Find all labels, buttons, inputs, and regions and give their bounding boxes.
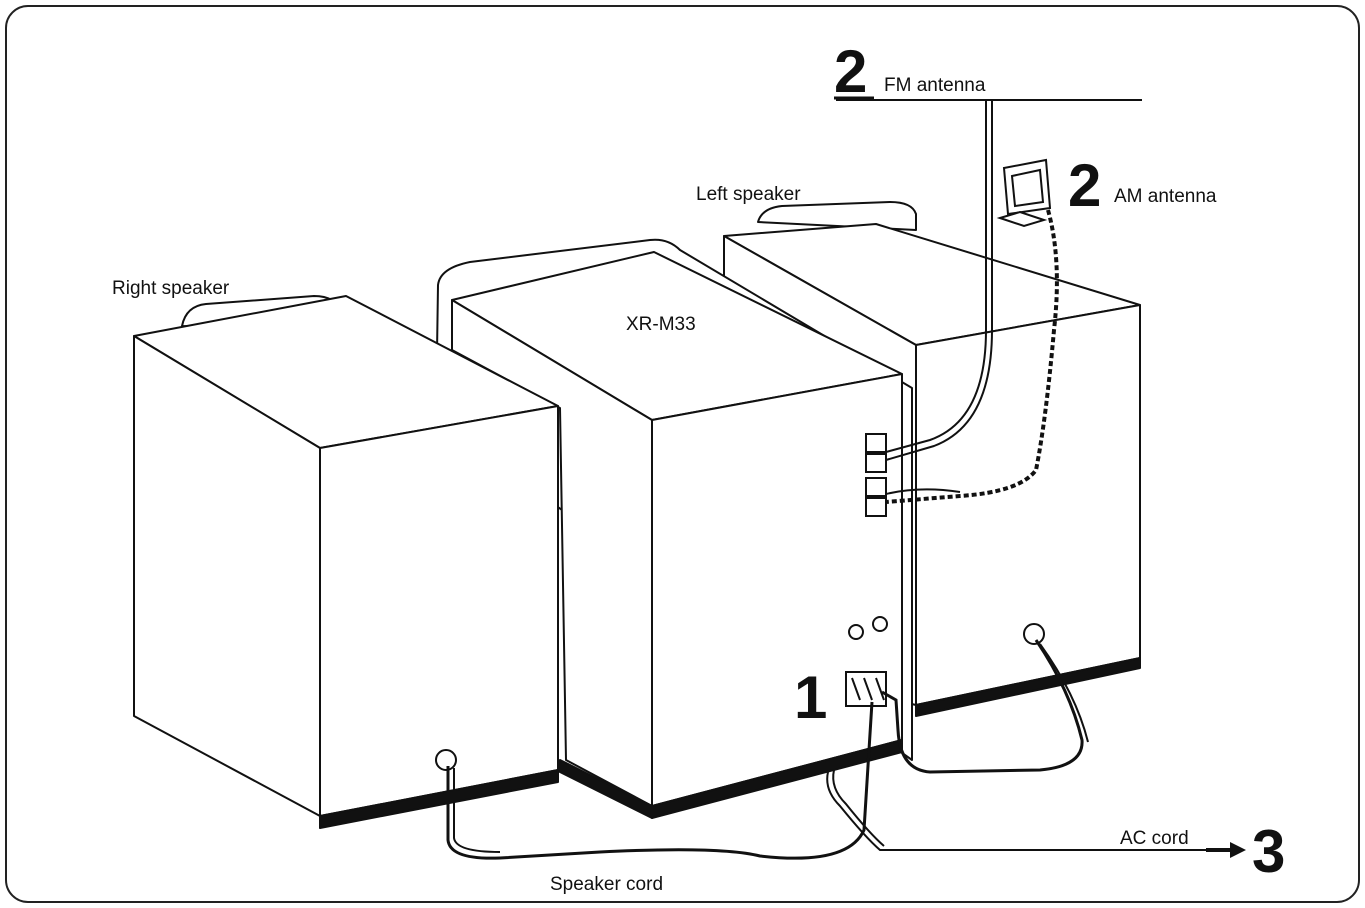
jack-hole bbox=[849, 625, 863, 639]
speaker-cord-label: Speaker cord bbox=[550, 874, 663, 895]
model-label: XR-M33 bbox=[626, 314, 696, 335]
right-speaker-label: Right speaker bbox=[112, 278, 230, 299]
antenna-terminal bbox=[866, 478, 886, 496]
step-number-ac: 3 bbox=[1252, 818, 1285, 885]
antenna-terminal bbox=[866, 498, 886, 516]
left-speaker-label: Left speaker bbox=[696, 184, 801, 205]
step-number-speaker: 1 bbox=[794, 664, 827, 731]
ac-cord-label: AC cord bbox=[1120, 828, 1189, 849]
jack-hole bbox=[873, 617, 887, 631]
fm-antenna-label: FM antenna bbox=[884, 75, 986, 96]
antenna-terminal bbox=[866, 454, 886, 472]
am-antenna-label: AM antenna bbox=[1114, 186, 1217, 207]
right-speaker bbox=[134, 296, 558, 828]
step-number-am: 2 bbox=[1068, 152, 1101, 219]
antenna-terminal bbox=[866, 434, 886, 452]
step-number-fm: 2 bbox=[834, 38, 867, 105]
